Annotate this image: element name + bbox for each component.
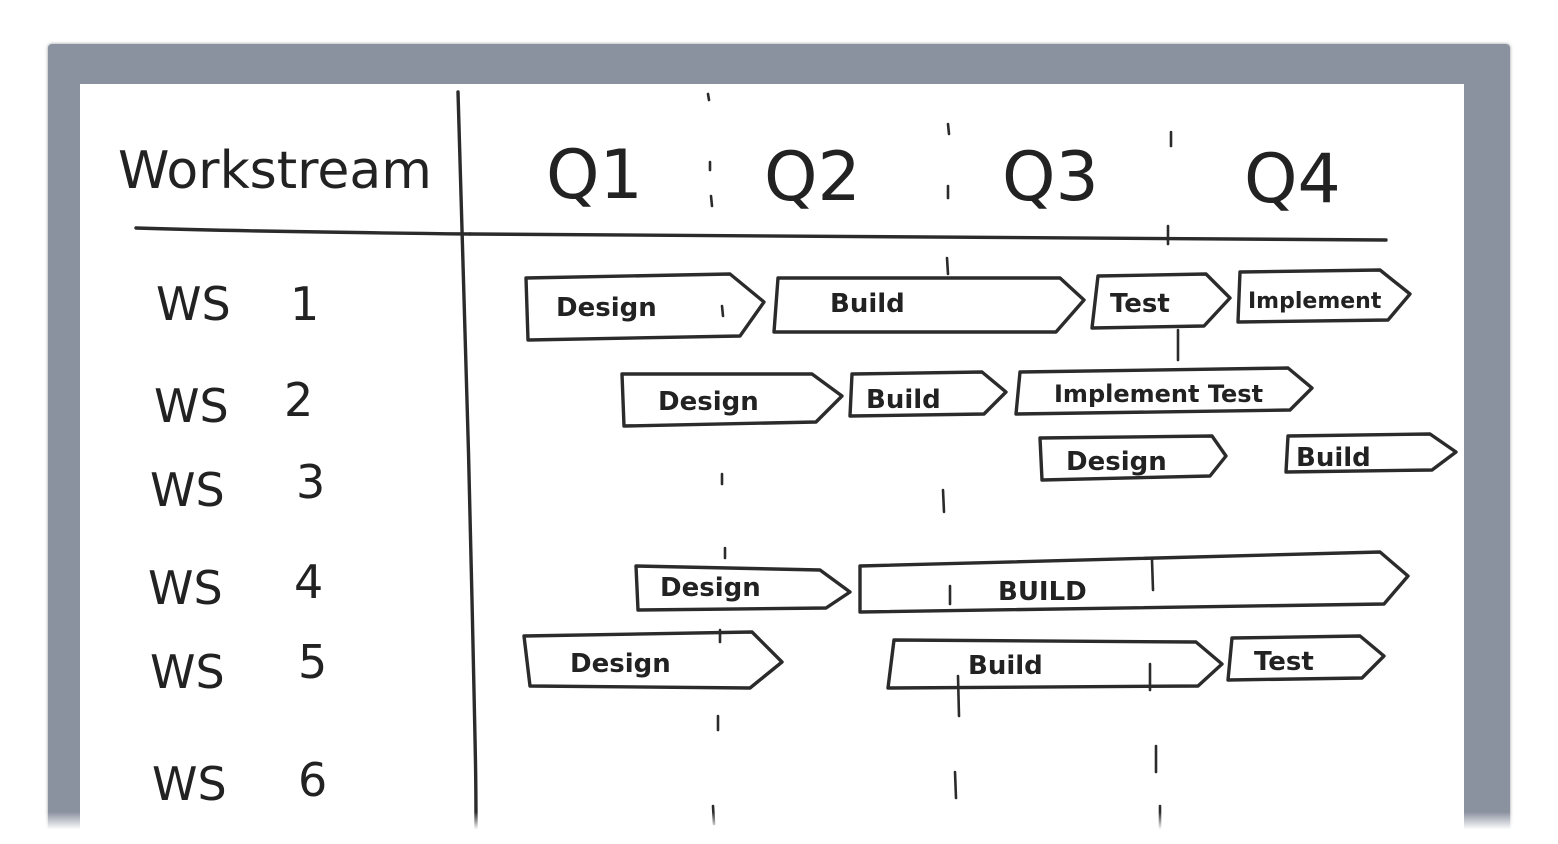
ws5-test-task: Test (1226, 634, 1386, 682)
task-label: Test (1254, 647, 1314, 677)
quarter-divider-q1-q2 (706, 92, 727, 826)
ws3-number: 3 (296, 455, 325, 509)
ws2-build-task: Build (848, 370, 1008, 418)
ws2-design-task: Design (620, 372, 844, 428)
ws1-build-task: Build (772, 276, 1086, 334)
task-label: Build (968, 651, 1043, 681)
task-label: Build (830, 289, 905, 319)
ws3-build-task: Build (1284, 432, 1458, 474)
task-label: BUILD (998, 577, 1087, 607)
image-bottom-fade (40, 812, 1518, 844)
ws3-label: WS (150, 463, 225, 517)
task-label: Test (1110, 289, 1170, 319)
task-label: Build (866, 385, 941, 415)
task-label: Build (1296, 443, 1371, 473)
task-label: Implement Test (1054, 380, 1263, 408)
header-underline-right (468, 232, 1388, 242)
task-label: Design (1066, 447, 1167, 477)
ws5-label: WS (150, 645, 225, 699)
task-label: Design (660, 573, 761, 603)
quarter-divider-q2-q3 (941, 122, 961, 800)
quarter-label-q3: Q3 (1002, 138, 1099, 217)
ws5-design-task: Design (522, 630, 784, 690)
ws1-design-task: Design (524, 272, 766, 342)
ws4-build-task: BUILD (858, 550, 1410, 614)
header-underline-left (134, 226, 472, 236)
ws5-build-task: Build (886, 638, 1224, 690)
ws1-test-task: Test (1090, 272, 1232, 330)
task-label: Design (658, 387, 759, 417)
ws6-label: WS (152, 757, 227, 811)
ws6-number: 6 (298, 753, 327, 807)
task-label: Implement (1248, 289, 1382, 314)
ws4-label: WS (148, 561, 223, 615)
ws2-number: 2 (284, 373, 313, 427)
ws1-number: 1 (290, 277, 319, 331)
ws3-design-task: Design (1038, 434, 1228, 482)
ws2-implement-test-task: Implement Test (1014, 366, 1314, 416)
whiteboard-surface (80, 84, 1464, 844)
ws1-label: WS (156, 277, 231, 331)
ws4-number: 4 (294, 555, 323, 609)
column-divider (456, 90, 478, 832)
ws2-label: WS (154, 379, 229, 433)
task-label: Design (556, 293, 657, 323)
ws1-implement-task: Implement (1236, 268, 1412, 324)
quarter-label-q2: Q2 (764, 138, 861, 217)
workstream-header: Workstream (118, 141, 432, 201)
task-label: Design (570, 649, 671, 679)
quarter-label-q4: Q4 (1244, 140, 1341, 219)
ws5-number: 5 (298, 635, 327, 689)
quarter-label-q1: Q1 (546, 136, 643, 215)
ws4-design-task: Design (634, 564, 852, 612)
